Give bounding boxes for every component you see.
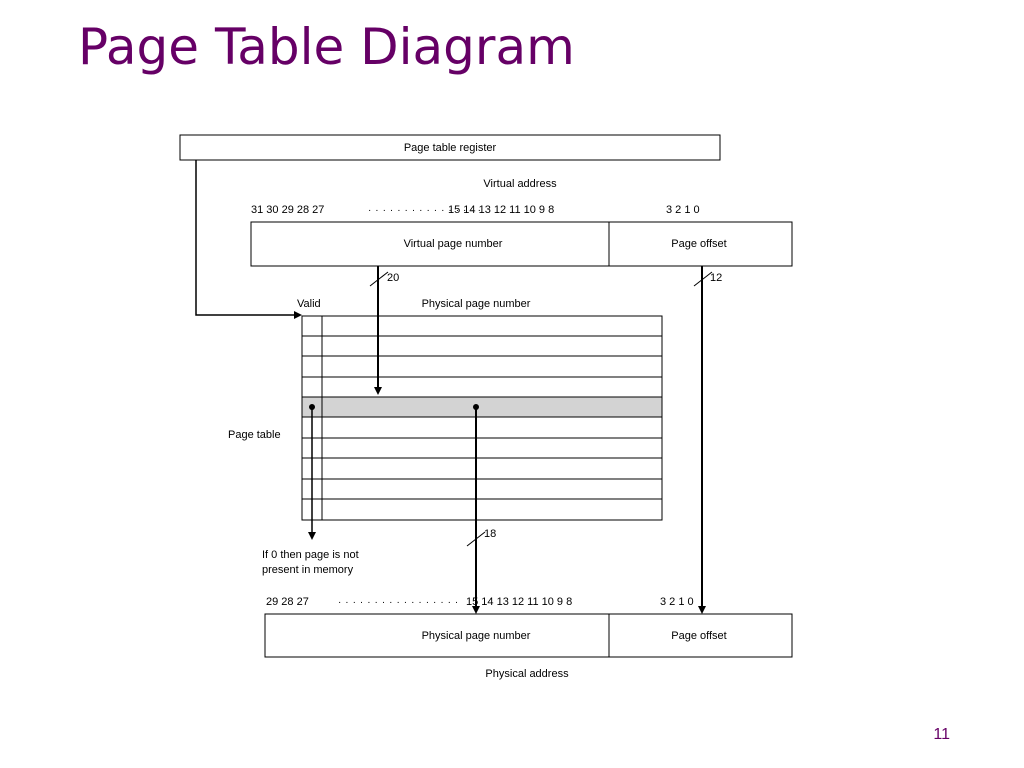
page-table-register-label: Page table register xyxy=(404,142,497,154)
valid-note-line1: If 0 then page is not xyxy=(262,549,359,561)
physical-bits-mid: 15 14 13 12 11 10 9 8 xyxy=(466,596,572,608)
physical-page-number-label: Physical page number xyxy=(422,630,531,642)
physical-page-number-header: Physical page number xyxy=(422,298,531,310)
page-table-register-box xyxy=(179,134,721,161)
page-table-label: Page table xyxy=(228,429,281,441)
virtual-bits-left: 31 30 29 28 27 xyxy=(251,204,324,216)
page-table-row-highlighted xyxy=(302,397,662,417)
physical-page-offset-box xyxy=(608,613,793,658)
physical-page-offset-label: Page offset xyxy=(671,630,726,642)
physical-page-number-box xyxy=(264,613,610,658)
ppn-width-label: 18 xyxy=(484,528,496,540)
virtual-bits-mid: 15 14 13 12 11 10 9 8 xyxy=(448,204,554,216)
physical-bits-dots: · · · · · · · · · · · · · · · · · xyxy=(338,597,459,608)
vpn-width-label: 20 xyxy=(387,272,399,284)
offset-width-label: 12 xyxy=(710,272,722,284)
virtual-page-number-box xyxy=(250,221,610,267)
valid-note-line2: present in memory xyxy=(262,564,354,576)
virtual-page-offset-label: Page offset xyxy=(671,238,726,250)
physical-bits-right: 3 2 1 0 xyxy=(660,596,694,608)
page-table xyxy=(301,315,663,521)
offset-width-tick xyxy=(693,271,713,287)
virtual-bits-dots: · · · · · · · · · · · · · · · · xyxy=(368,205,482,216)
valid-column-header: Valid xyxy=(297,298,321,310)
vpn-width-tick xyxy=(369,271,389,287)
ppn-width-tick xyxy=(466,531,486,547)
virtual-bits-right: 3 2 1 0 xyxy=(666,204,700,216)
virtual-page-number-label: Virtual page number xyxy=(404,238,503,250)
page-table-frame xyxy=(301,315,663,521)
virtual-page-offset-box xyxy=(608,221,793,267)
slide-number: 11 xyxy=(933,726,950,743)
register-connector-line xyxy=(195,160,302,319)
virtual-address-label: Virtual address xyxy=(483,178,557,190)
physical-bits-left: 29 28 27 xyxy=(266,596,309,608)
physical-address-label: Physical address xyxy=(485,668,569,680)
slide-title: Page Table Diagram xyxy=(78,18,575,76)
